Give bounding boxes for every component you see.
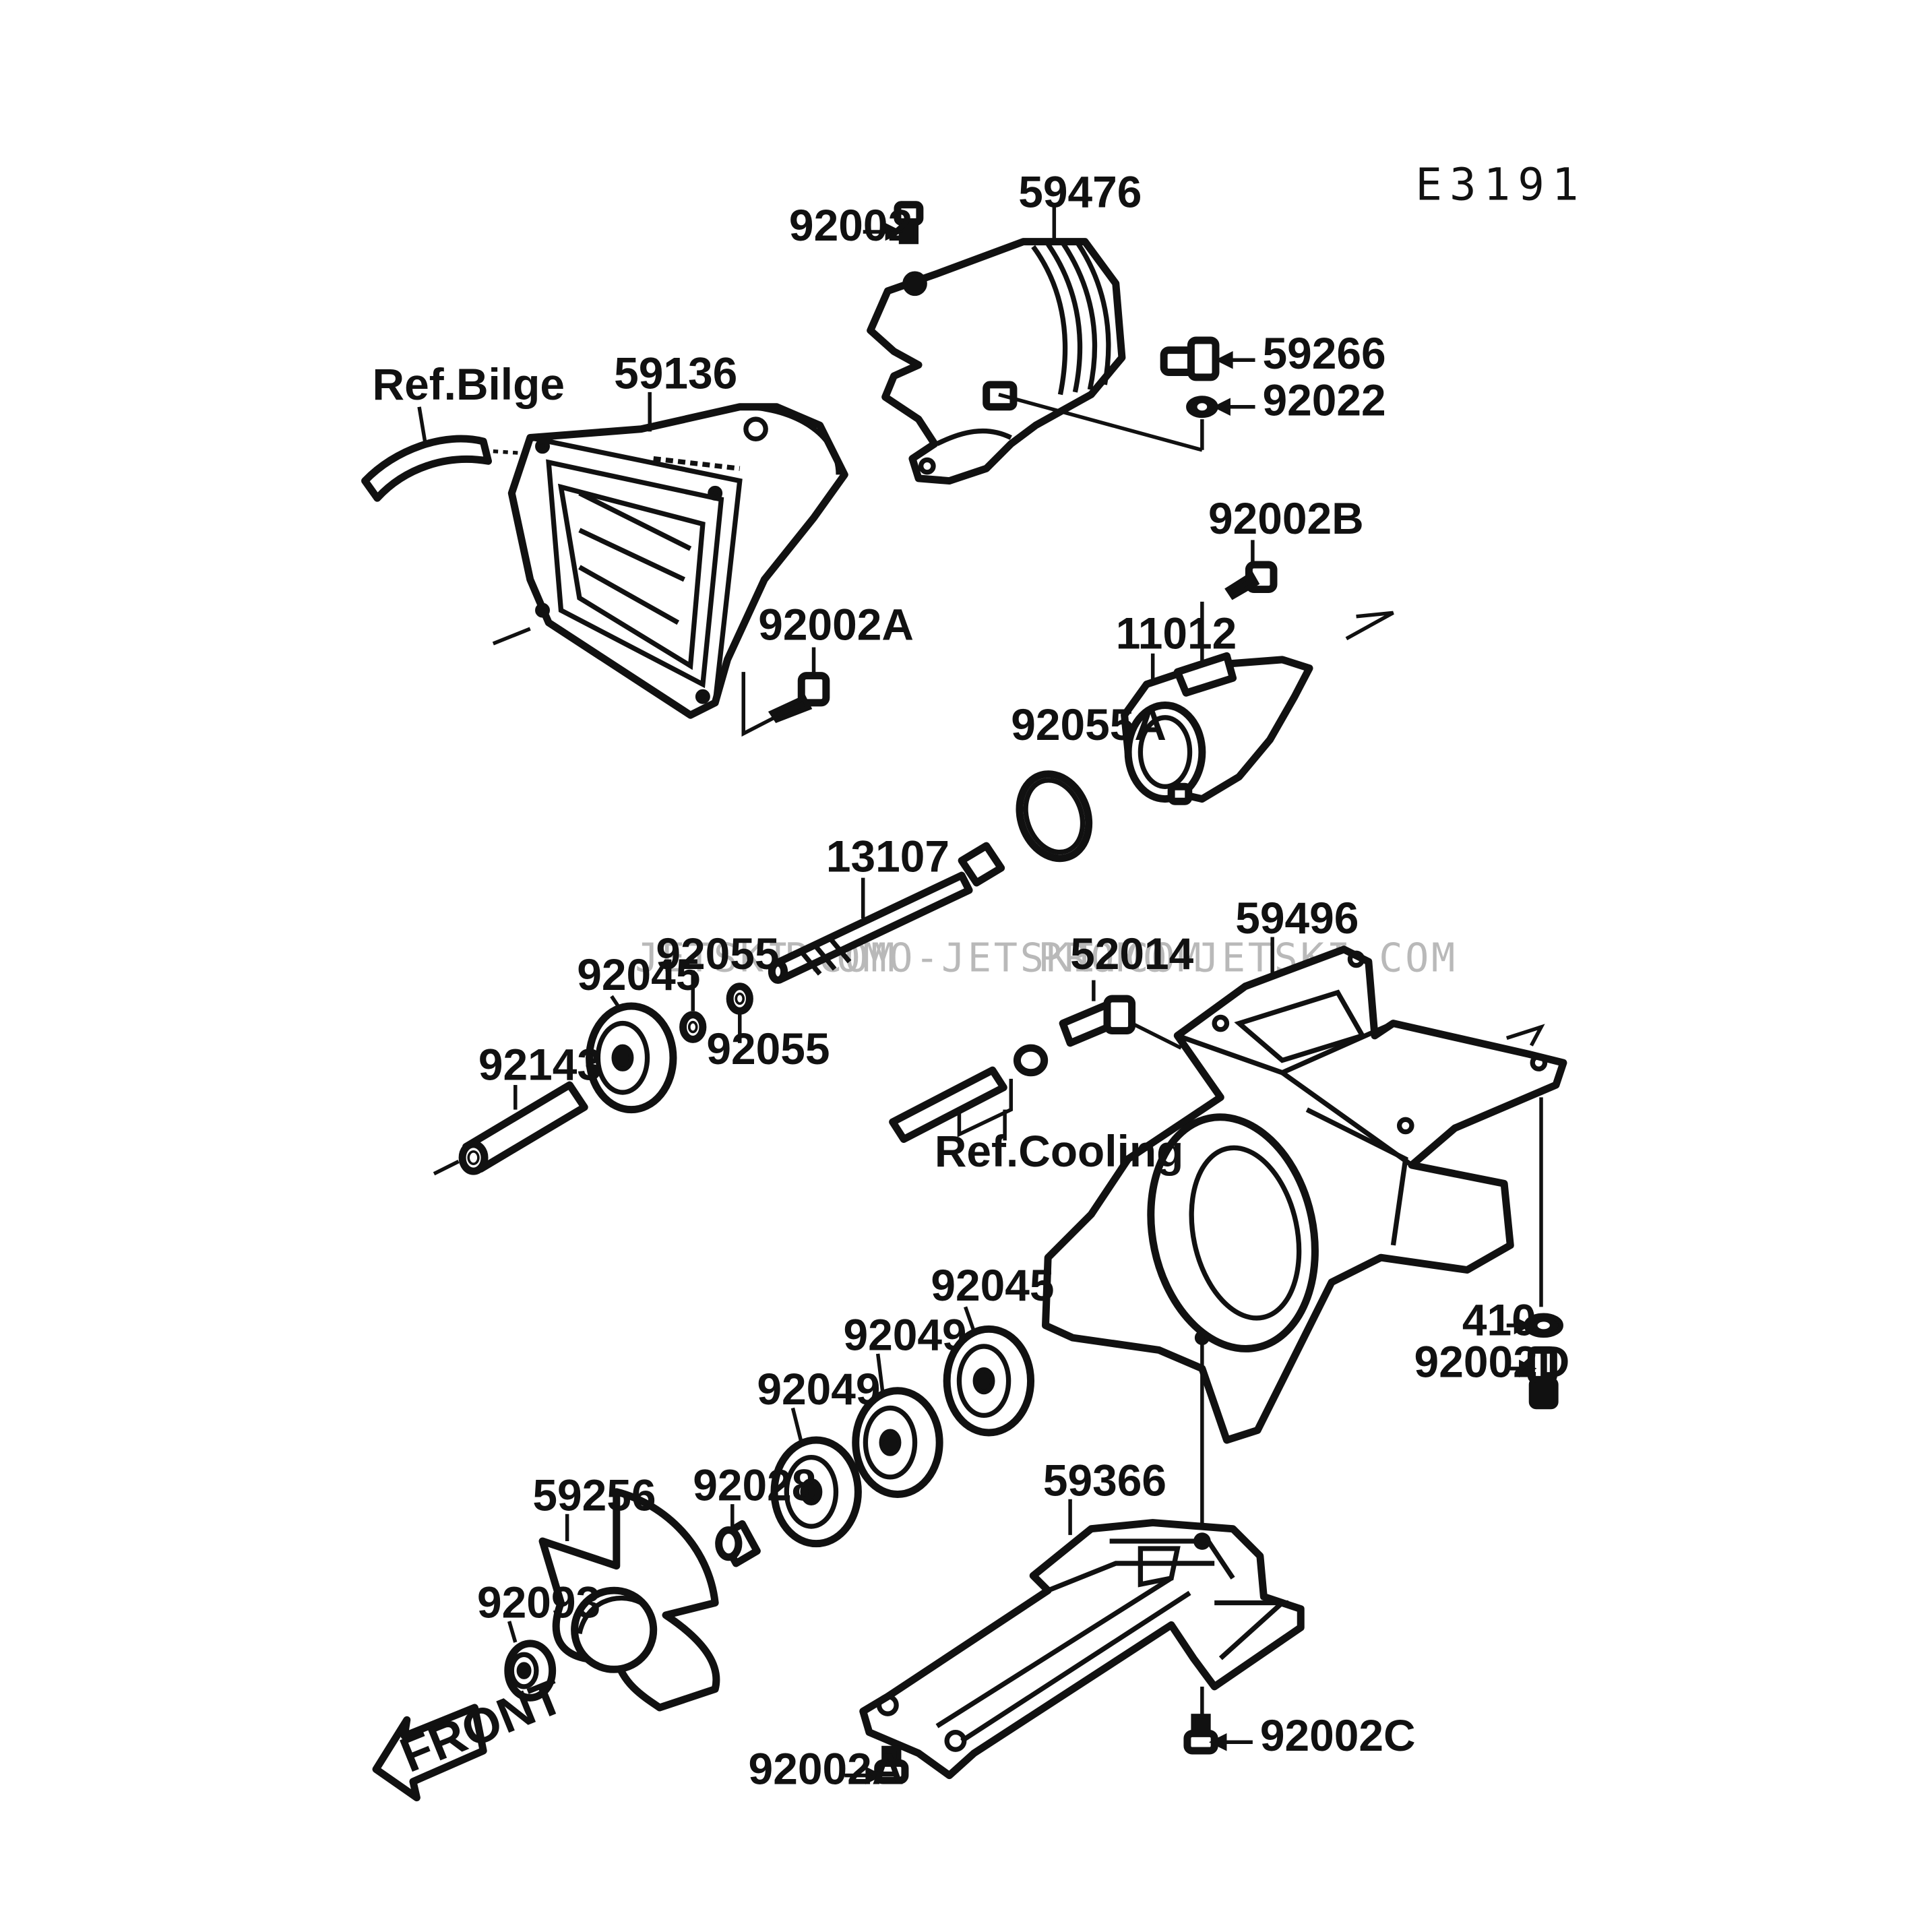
label-92055-bottom: 92055 [706, 1024, 830, 1073]
label-92045-lower: 92045 [931, 1260, 1054, 1310]
bilge-hose [361, 406, 530, 502]
bearing-92045-upper [586, 995, 677, 1114]
o-ring-92055A [1016, 770, 1093, 863]
pump-housing-59496 [1042, 937, 1567, 1529]
label-92045-upper: 92045 [577, 949, 700, 999]
bolt-92002B [1224, 540, 1278, 600]
diagram-code: E3191 [1415, 158, 1586, 210]
collar-92028 [715, 1504, 761, 1567]
label-92002B: 92002B [1208, 493, 1364, 543]
label-59496: 59496 [1235, 893, 1359, 943]
washer-92022 [1186, 396, 1255, 418]
sleeve-92143 [433, 1081, 588, 1176]
label-59266: 59266 [1263, 328, 1386, 378]
steering-nozzle-59476 [867, 203, 1204, 485]
drive-shaft-13107 [768, 842, 1005, 985]
bolt-92002-top [863, 201, 924, 245]
front-direction-arrow: FRONT [372, 1668, 571, 1802]
fitting-59266 [1160, 336, 1255, 381]
label-ref-bilge: Ref.Bilge [373, 359, 565, 409]
label-52014: 52014 [1070, 929, 1194, 978]
label-410: 410 [1462, 1295, 1536, 1344]
label-92093: 92093 [477, 1577, 600, 1627]
label-92049-left: 92049 [757, 1364, 880, 1414]
impeller-59256 [538, 1488, 720, 1712]
ring-92055-left [679, 970, 707, 1043]
label-59366: 59366 [1043, 1455, 1166, 1505]
label-92002C: 92002C [1260, 1710, 1416, 1760]
bearing-92045-lower [943, 1306, 1035, 1437]
bearing-92049-left [770, 1407, 862, 1548]
bolt-92002C [1183, 1714, 1253, 1755]
label-11012: 11012 [1116, 608, 1237, 658]
label-92049-right: 92049 [843, 1309, 966, 1359]
label-92002A-bottom: 92002A [749, 1743, 904, 1793]
label-59256: 59256 [532, 1470, 656, 1520]
label-13107: 13107 [826, 832, 949, 881]
label-59476: 59476 [1018, 166, 1142, 216]
label-92143: 92143 [478, 1040, 602, 1090]
front-label: FRONT [393, 1668, 571, 1782]
fitting-52014 [1059, 980, 1182, 1050]
pump-mount-59366 [859, 1499, 1305, 1780]
label-92002D: 92002D [1414, 1337, 1570, 1387]
label-92002A-top: 92002A [758, 600, 914, 650]
label-92022: 92022 [1263, 375, 1386, 425]
nozzle-11012 [1121, 601, 1394, 805]
label-ref-cooling: Ref.Cooling [935, 1126, 1183, 1176]
seal-92093 [504, 1621, 557, 1702]
bolt-92002A-top [768, 647, 830, 723]
washer-410 [1506, 1313, 1563, 1338]
bearing-92049-right [852, 1353, 943, 1498]
label-92055A: 92055A [1011, 699, 1166, 749]
label-92028: 92028 [693, 1460, 816, 1510]
ring-92055-right [726, 983, 753, 1043]
label-92055-top: 92055 [656, 929, 779, 978]
bolt-92002A-bottom [844, 1745, 909, 1784]
label-92002: 92002 [789, 200, 912, 250]
cooling-hose [889, 1044, 1049, 1144]
bolt-92002D [1506, 1346, 1559, 1410]
pump-housing-59136 [492, 392, 848, 737]
label-59136: 59136 [614, 348, 737, 398]
watermark-3: PROMO-JETSKI.COM [1038, 935, 1458, 981]
